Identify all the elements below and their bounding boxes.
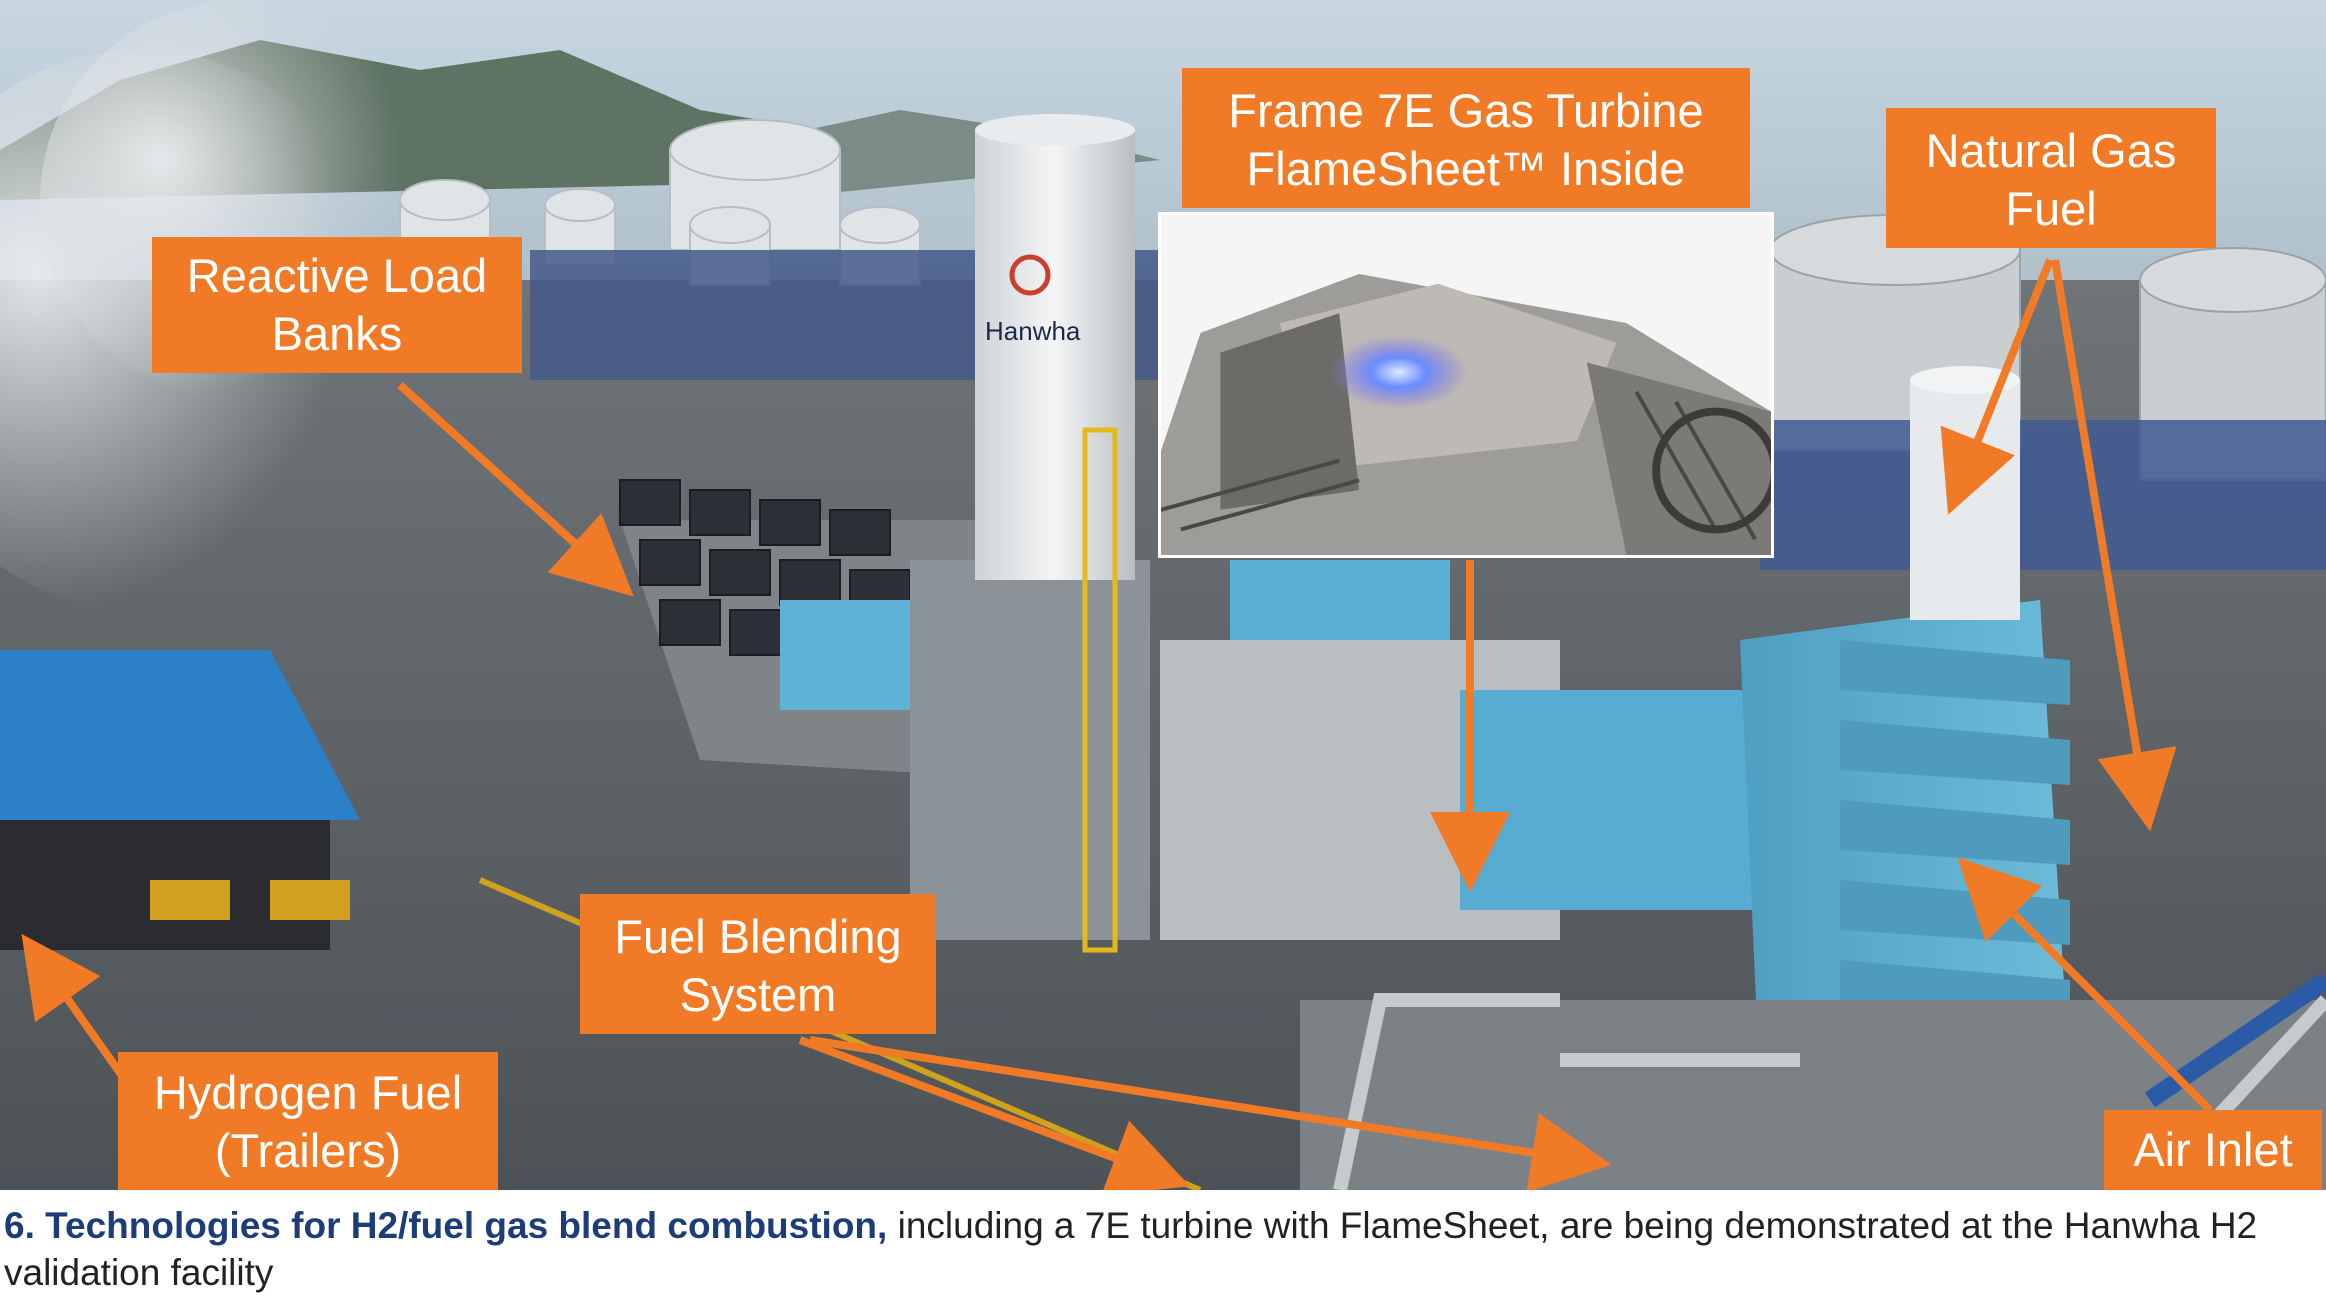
callout-line-2: Fuel: [2005, 182, 2097, 235]
callout-air-inlet: Air Inlet: [2104, 1110, 2322, 1190]
callout-line-2: (Trailers): [214, 1124, 402, 1177]
callout-natural-gas-fuel: Natural Gas Fuel: [1886, 108, 2216, 248]
callout-line-2: FlameSheet™ Inside: [1246, 142, 1686, 195]
callout-hydrogen-fuel: Hydrogen Fuel (Trailers): [118, 1052, 498, 1190]
stack-sign-text: Hanwha: [985, 316, 1081, 346]
figure-caption: 6. Technologies for H2/fuel gas blend co…: [4, 1202, 2320, 1296]
callout-fuel-blending-system: Fuel Blending System: [580, 894, 936, 1034]
facility-photo: Hanwha: [0, 0, 2326, 1190]
callout-line-1: Hydrogen Fuel: [153, 1066, 463, 1119]
turbine-inset-image: [1158, 212, 1774, 558]
callout-line-1: Reactive Load: [186, 249, 488, 302]
callout-line-1: Fuel Blending: [614, 910, 902, 963]
callout-line-2: Banks: [271, 307, 403, 360]
callout-line-1: Frame 7E Gas Turbine: [1228, 84, 1704, 137]
callout-line-1: Air Inlet: [2133, 1123, 2293, 1176]
callout-reactive-load-banks: Reactive Load Banks: [152, 237, 522, 373]
callout-frame-7e: Frame 7E Gas Turbine FlameSheet™ Inside: [1182, 68, 1750, 208]
caption-rest: including a 7E turbine with FlameSheet, …: [4, 1205, 2258, 1293]
callout-line-1: Natural Gas: [1925, 124, 2177, 177]
callout-line-2: System: [679, 968, 837, 1021]
caption-bold: 6. Technologies for H2/fuel gas blend co…: [4, 1205, 888, 1246]
turbine-cutaway-drawing: [1161, 215, 1771, 555]
